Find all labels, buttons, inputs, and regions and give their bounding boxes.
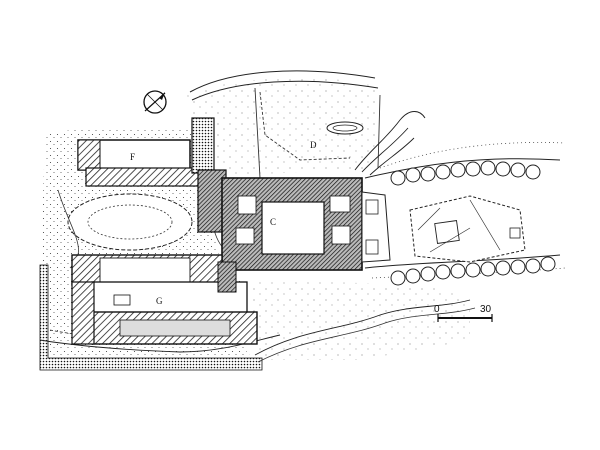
oval-garden-outer <box>67 193 193 251</box>
label-north-wing: F <box>130 152 135 162</box>
stream-3 <box>369 137 415 176</box>
lower-right-ground <box>250 280 470 360</box>
fence-line <box>259 91 351 161</box>
scale-end-label: 30 <box>480 304 492 315</box>
oval-garden-inner <box>87 204 173 240</box>
east-parterre <box>361 191 526 263</box>
label-south-wing: G <box>156 296 163 306</box>
label-courtyard: C <box>270 217 276 227</box>
buildings <box>71 117 363 345</box>
stream-1 <box>354 111 426 171</box>
top-path-1 <box>189 70 376 93</box>
road-upper-1 <box>364 158 561 179</box>
north-wing-hatched <box>77 139 101 171</box>
parterre-outline <box>409 195 526 263</box>
stippled-tower <box>191 117 215 174</box>
outer-wall <box>39 264 263 371</box>
scale-start-label: 0 <box>434 304 440 315</box>
tree-row-upper <box>390 160 541 186</box>
tree-row-lower <box>390 256 556 286</box>
north-arrow-icon <box>143 90 167 114</box>
upper-field <box>185 77 380 175</box>
label-garden: D <box>310 140 317 150</box>
courtyard-open <box>261 201 325 255</box>
lower-winding-path <box>254 299 471 356</box>
top-path-2 <box>191 80 379 101</box>
small-pond <box>326 121 364 135</box>
road-lower-1 <box>364 254 561 269</box>
stream-2 <box>361 127 409 173</box>
scale-bar: 0 30 <box>434 304 493 322</box>
